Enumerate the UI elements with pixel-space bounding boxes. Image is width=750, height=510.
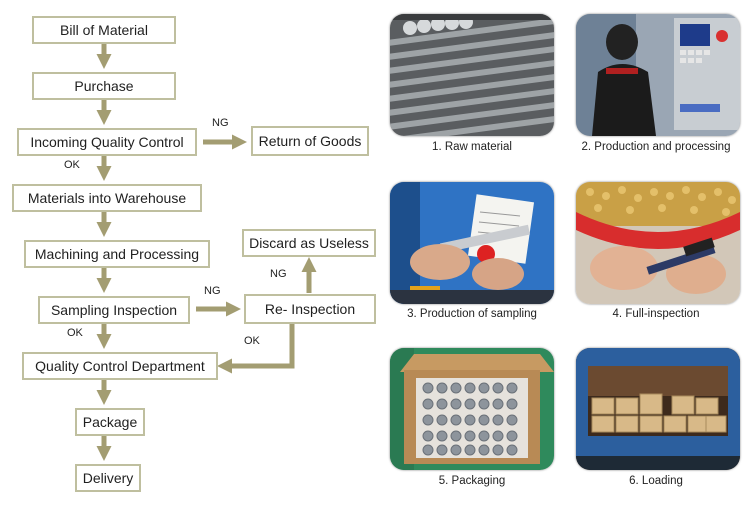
step-machining-and-processing: Machining and Processing — [24, 240, 210, 268]
return-of-goods-box: Return of Goods — [251, 126, 369, 156]
packed-box-image — [390, 348, 554, 470]
discard-as-useless-box: Discard as Useless — [242, 229, 376, 257]
re-inspection-box: Re- Inspection — [244, 294, 376, 324]
step-package: Package — [75, 408, 145, 436]
step-delivery: Delivery — [75, 464, 141, 492]
step-sampling-inspection: Sampling Inspection — [38, 296, 190, 324]
step-materials-into-warehouse: Materials into Warehouse — [12, 184, 202, 212]
caption-production-sampling: 3. Production of sampling — [407, 308, 537, 320]
ng-label-iqc: NG — [212, 117, 229, 129]
step-quality-control-department: Quality Control Department — [22, 352, 218, 380]
caption-loading: 6. Loading — [629, 475, 683, 487]
ng-label-sampling: NG — [204, 285, 221, 297]
caliper-measuring-image — [390, 182, 554, 304]
caption-packaging: 5. Packaging — [438, 475, 506, 487]
arrow-reinspection-qcd — [217, 324, 295, 374]
cnc-machine-image — [576, 14, 740, 136]
ok-label-sampling: OK — [67, 327, 83, 339]
step-incoming-quality-control: Incoming Quality Control — [17, 128, 197, 156]
part-inspection-image — [576, 182, 740, 304]
ng-label-discard: NG — [270, 268, 287, 280]
ok-label-iqc: OK — [64, 159, 80, 171]
step-purchase: Purchase — [32, 72, 176, 100]
caption-production-processing: 2. Production and processing — [581, 141, 731, 153]
ok-label-reinspection: OK — [244, 335, 260, 347]
caption-full-inspection: 4. Full-inspection — [612, 308, 700, 320]
truck-loading-image — [576, 348, 740, 470]
steel-bars-image — [390, 14, 554, 136]
caption-raw-material: 1. Raw material — [432, 141, 512, 153]
step-bill-of-material: Bill of Material — [32, 16, 176, 44]
